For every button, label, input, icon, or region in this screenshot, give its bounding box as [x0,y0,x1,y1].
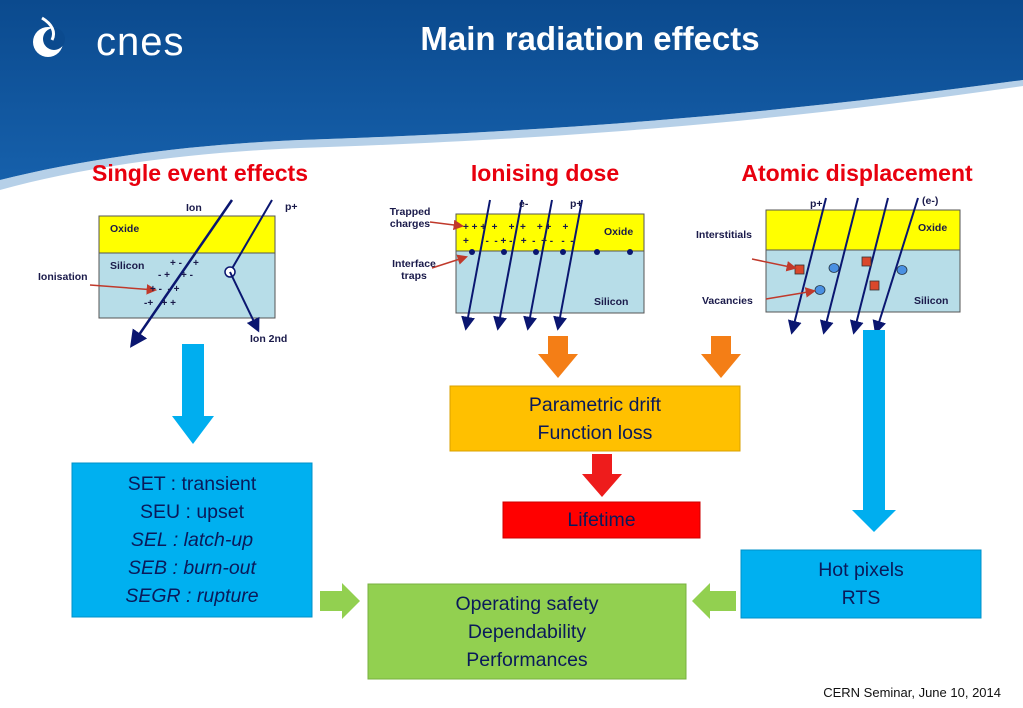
header-band [0,0,1023,190]
see-effect-sel: SEL : latch-up [130,529,254,551]
see-ion-track [130,199,234,348]
section-title-atomic-displacement: Atomic displacement [741,160,973,186]
see-effects-box: SET : transient SEU : upset SEL : latch-… [72,463,312,617]
disp-vacancies-label: Vacancies [702,295,753,307]
dose-charge-row-2: + - - + - + - + - - - [463,236,574,247]
arrow-lifetime-down [582,454,622,497]
disp-silicon-label: Silicon [914,295,949,307]
dose-proton-label: p+ [570,198,583,210]
parametric-drift-box: Parametric drift Function loss [450,386,740,451]
disp-interstitials-label: Interstitials [696,229,753,241]
parametric-line-2: Function loss [537,421,653,444]
see-secondary-ion-track [229,271,260,333]
hot-pixels-box-bg [740,549,982,619]
disp-electron-label: (e-) [922,195,939,207]
see-ion-2nd-label: Ion 2nd [250,333,288,345]
section-title-ionising-dose: Ionising dose [470,160,620,186]
see-charge-row-4: -+ + + [144,298,176,309]
lifetime-text: Lifetime [567,509,636,531]
operating-line-3: Performances [466,648,588,671]
lifetime-box-bg [502,501,701,539]
see-effects-box-bg [71,462,313,618]
dose-particle-tracks [461,199,583,331]
disp-vacancy-pointer [765,287,817,300]
see-effect-segr: SEGR : rupture [125,585,259,607]
see-ion-label: Ion [186,202,202,214]
section-title-single-event: Single event effects [91,160,309,186]
hot-pixels-line-2: RTS [841,587,881,609]
see-effect-seu: SEU : upset [139,501,245,523]
operating-box-bg [367,583,687,680]
arrow-green-right [320,583,360,619]
dose-charge-row-1: + + + + + + + + + [463,222,569,233]
parametric-line-1: Parametric drift [528,393,662,416]
see-charge-row-2: - + + - [158,270,194,281]
dose-interface-pointer [431,254,468,269]
cnes-logo: cnes [30,16,190,66]
see-oxide-label: Oxide [110,223,140,235]
disp-oxide-layer [765,209,961,251]
see-proton-label: p+ [285,201,298,213]
arrow-see-down [172,344,214,444]
dose-electron-label: e- [519,198,529,210]
operating-line-1: Operating safety [455,592,599,615]
dose-silicon-layer [455,250,645,314]
dose-substrate [455,213,645,314]
logo-text: cnes [96,20,185,64]
dose-silicon-label: Silicon [594,296,629,308]
see-charge-row-3: + - - + [150,284,180,295]
footer-caption: CERN Seminar, June 10, 2014 [823,685,1001,700]
dose-interface-traps [469,249,633,255]
dose-interface-traps-label: Interface traps [392,258,436,282]
page-title: Main radiation effects [420,20,760,57]
lifetime-box: Lifetime [503,502,700,538]
disp-proton-label: p+ [810,198,823,210]
see-silicon-label: Silicon [110,260,145,272]
see-ionisation-pointer [89,284,158,295]
parametric-box-bg [449,385,741,452]
see-effect-set: SET : transient [127,473,257,495]
hot-pixels-box: Hot pixels RTS [741,550,981,618]
arrow-green-left [692,583,736,619]
disp-vacancies [814,263,908,295]
see-ionisation-label: Ionisation [38,271,88,283]
arrow-dose-left-down [538,336,578,378]
disp-oxide-label: Oxide [918,222,948,234]
dose-trapped-charges-label: Trapped charges [389,206,431,230]
arrow-dose-right-down [701,336,741,378]
disp-interstitial-pointer [751,258,798,272]
arrow-displacement-down [852,330,896,532]
see-effect-seb: SEB : burn-out [128,557,256,579]
dose-trapped-pointer [429,219,465,231]
hot-pixels-line-1: Hot pixels [818,559,904,581]
operating-line-2: Dependability [467,620,587,643]
dose-oxide-label: Oxide [604,226,634,238]
see-proton-track [229,199,273,273]
see-charge-row-1: + - + [170,258,199,269]
operating-safety-box: Operating safety Dependability Performan… [368,584,686,679]
